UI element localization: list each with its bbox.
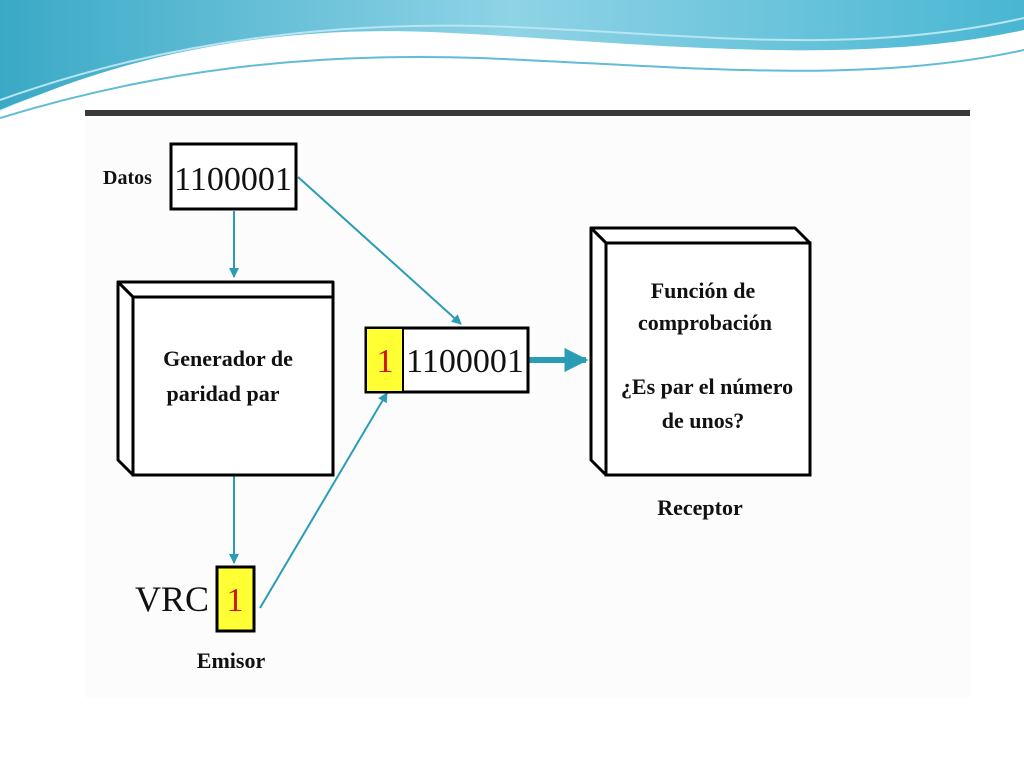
title-divider [85, 110, 970, 116]
vrc-box [215, 565, 256, 633]
check-line3: ¿Es par el número [621, 374, 793, 399]
check-line4: de unos? [662, 408, 745, 433]
generator-line2: paridad par [166, 381, 279, 406]
frame-data: 1100001 [406, 343, 524, 380]
datos-value: 1100001 [174, 161, 292, 198]
check-line1: Función de [651, 278, 756, 303]
receptor-label: Receptor [657, 495, 743, 520]
generator-line1: Generador de [163, 346, 293, 371]
check-line2: comprobación [638, 310, 772, 335]
emisor-label: Emisor [197, 648, 266, 673]
datos-box [169, 142, 298, 211]
frame-parity-bit: 1 [377, 343, 394, 380]
datos-label: Datos [103, 167, 152, 189]
frame-parity-cell [367, 329, 403, 391]
arrow-datos-to-frame [297, 176, 462, 325]
vrc-value: 1 [227, 582, 244, 619]
header-wave-decoration [0, 0, 1024, 119]
generator-box [116, 280, 335, 477]
check-function-box [589, 226, 812, 477]
vrc-label: VRC [135, 579, 209, 619]
arrow-vrc-to-frame [259, 392, 388, 609]
